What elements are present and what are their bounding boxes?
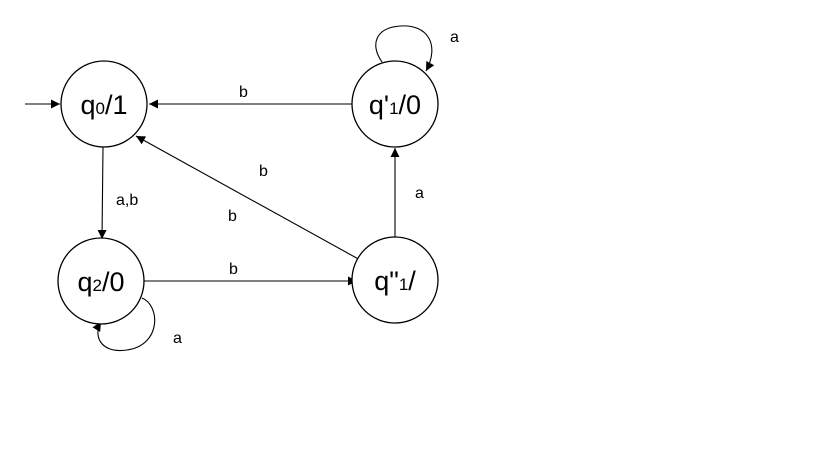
edge-label-q1pp-q1p: a bbox=[415, 185, 424, 202]
edge-label-q1pp-q0: b bbox=[259, 163, 268, 180]
state-q0-label: q0/1 bbox=[80, 90, 127, 120]
state-q1p-base: q' bbox=[369, 90, 389, 120]
state-q1p-label: q'1/0 bbox=[369, 90, 421, 120]
edge-label-q2-q1pp: b bbox=[229, 261, 238, 278]
state-q2-suffix: /0 bbox=[102, 267, 125, 297]
edge-label-q1p-q0: b bbox=[239, 84, 248, 101]
state-q1pp-circle bbox=[351, 236, 439, 324]
state-q1p-subscript: 1 bbox=[389, 99, 398, 118]
state-q0: q0/1 bbox=[60, 60, 148, 148]
state-q0-suffix: /1 bbox=[105, 90, 128, 120]
edge-label-q2-self: a bbox=[173, 330, 182, 347]
state-q1pp: q"1/ bbox=[351, 236, 439, 324]
state-q0-subscript: 0 bbox=[96, 99, 105, 118]
state-q1p-suffix: /0 bbox=[399, 90, 422, 120]
edge-q2-self-loop bbox=[92, 297, 156, 352]
state-q1pp-label: q"1/ bbox=[374, 266, 416, 296]
edge-label-q1p-self: a bbox=[450, 29, 459, 46]
state-q1pp-base: q" bbox=[374, 266, 399, 296]
edge-q1p-self-loop bbox=[375, 25, 435, 72]
state-q2-circle bbox=[57, 237, 145, 325]
state-q0-circle bbox=[60, 60, 148, 148]
state-q2-base: q bbox=[77, 267, 92, 297]
state-q1pp-subscript: 1 bbox=[399, 275, 408, 294]
edge-q1pp-q0 bbox=[135, 135, 363, 262]
state-q1pp-suffix: / bbox=[408, 266, 416, 296]
state-q1p: q'1/0 bbox=[351, 60, 439, 148]
state-q2-label: q2/0 bbox=[77, 267, 124, 297]
edge-label-q0-q2: a,b bbox=[116, 192, 138, 209]
state-q1p-circle bbox=[351, 60, 439, 148]
state-q2-subscript: 2 bbox=[93, 276, 102, 295]
edge-label-q1pp-q0-extra: b bbox=[228, 208, 237, 225]
state-q0-base: q bbox=[80, 90, 95, 120]
state-q2: q2/0 bbox=[57, 237, 145, 325]
edge-q0-q2 bbox=[97, 146, 107, 240]
